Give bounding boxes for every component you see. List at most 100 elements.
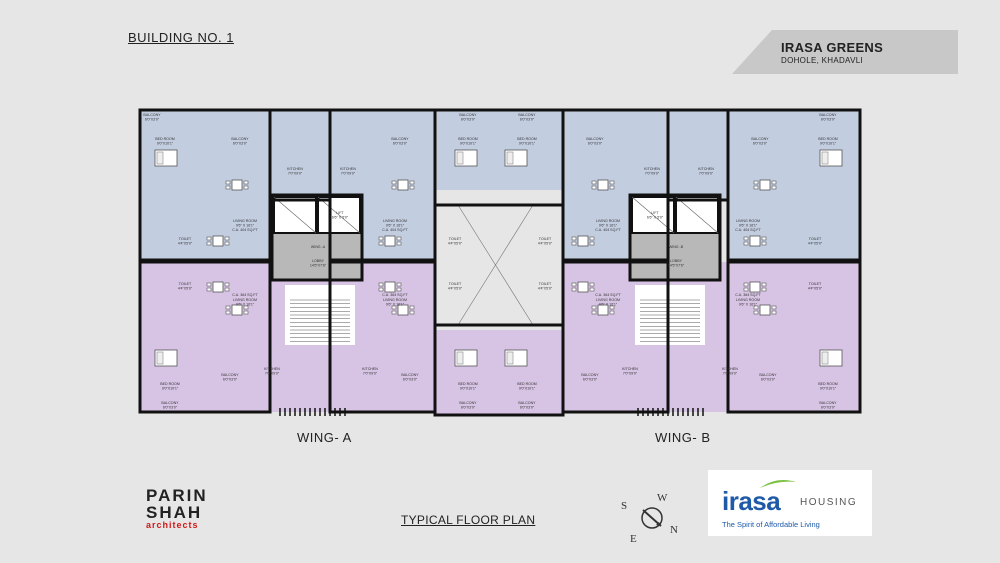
chair <box>243 305 249 310</box>
room-label: BED ROOM <box>155 137 175 141</box>
toilet-label-dim: 4'4"X5'0" <box>808 287 823 291</box>
carpet-area-label: C.A. 364 SQ.FT <box>735 293 761 297</box>
room-label: BALCONY <box>819 401 837 405</box>
building-title: BUILDING NO. 1 <box>128 30 234 45</box>
toilet-label-dim: 4'4"X5'0" <box>178 242 193 246</box>
core-label: WING -B <box>669 245 684 249</box>
living-room-label-dim: 9'6" X 16'1" <box>236 303 255 307</box>
pillow <box>456 351 464 365</box>
chair <box>761 236 767 241</box>
toilet-label-dim: 4'4"X5'0" <box>448 242 463 246</box>
room-label: KITCHEN <box>340 167 356 171</box>
chair <box>243 185 249 190</box>
pillow <box>506 351 514 365</box>
wing-b-label: WING- B <box>655 430 711 445</box>
dining-table <box>397 179 409 191</box>
room-label-dim: 6'0"X3'0" <box>821 406 836 410</box>
flat-area <box>728 110 860 260</box>
lift-label: LIFT <box>336 211 344 215</box>
pillow <box>156 351 164 365</box>
room-label-dim: 6'0"X3'0" <box>233 142 248 146</box>
room-label-dim: 6'0"X3'0" <box>163 406 178 410</box>
chair <box>609 185 615 190</box>
chair <box>591 305 597 310</box>
room-label: BED ROOM <box>458 382 478 386</box>
living-room-label-dim: 9'6" X 16'1" <box>236 224 255 228</box>
dining-set <box>384 281 396 293</box>
chair <box>391 305 397 310</box>
chair <box>206 287 212 292</box>
toilet-label-dim: 4'4"X5'0" <box>808 242 823 246</box>
developer-housing: HOUSING <box>800 497 858 508</box>
carpet-area-label: C.A. 404 SQ.FT <box>232 228 258 232</box>
living-room-label-dim: 9'6" X 16'1" <box>599 303 618 307</box>
chair <box>753 180 759 185</box>
chair <box>761 241 767 246</box>
chair <box>589 236 595 241</box>
room-label-dim: 6'0"X3'0" <box>520 406 535 410</box>
room-label-dim: 6'0"X3'0" <box>821 118 836 122</box>
living-room-label-dim: 9'6" X 16'1" <box>599 224 618 228</box>
room-label: BED ROOM <box>517 137 537 141</box>
lobby-label-dim: 14'5"X7'6" <box>310 264 327 268</box>
room-label-dim: 9'0"X10'1" <box>162 387 179 391</box>
chair <box>225 310 231 315</box>
living-room-label: LIVING ROOM <box>383 298 407 302</box>
room-label-dim: 7'0"X9'0" <box>341 172 356 176</box>
dining-table <box>597 179 609 191</box>
dining-set <box>749 235 761 247</box>
project-location: DOHOLE, KHADAVLI <box>781 56 864 65</box>
room-label-dim: 7'0"X9'0" <box>645 172 660 176</box>
carpet-area-label: C.A. 364 SQ.FT <box>382 293 408 297</box>
chair <box>771 180 777 185</box>
room-label-dim: 7'0"X9'0" <box>363 372 378 376</box>
room-label: KITCHEN <box>722 367 738 371</box>
chair <box>771 185 777 190</box>
room-label: KITCHEN <box>644 167 660 171</box>
living-room-label-dim: 9'6" X 16'1" <box>739 224 758 228</box>
lobby-label-dim: 14'5"X7'6" <box>668 264 685 268</box>
shaft-cross <box>457 204 534 326</box>
chair <box>571 236 577 241</box>
plan-title: TYPICAL FLOOR PLAN <box>401 513 536 527</box>
room-label-dim: 7'0"X9'0" <box>623 372 638 376</box>
dining-set <box>384 235 396 247</box>
chair <box>589 241 595 246</box>
architect-logo-line3: architects <box>146 520 199 530</box>
living-room-label: LIVING ROOM <box>233 219 257 223</box>
chair <box>591 310 597 315</box>
wall <box>433 108 565 207</box>
flat-area <box>140 110 270 260</box>
pillow <box>506 151 514 165</box>
chair <box>224 236 230 241</box>
room-label-dim: 9'0"X10'1" <box>460 387 477 391</box>
toilet-label-dim: 4'4"X5'0" <box>178 287 193 291</box>
room-label: KITCHEN <box>264 367 280 371</box>
chair <box>609 305 615 310</box>
room-label-dim: 9'0"X10'1" <box>460 142 477 146</box>
dining-set <box>749 281 761 293</box>
room-label: BALCONY <box>221 373 239 377</box>
chair <box>743 241 749 246</box>
room-label: KITCHEN <box>622 367 638 371</box>
logo-swoosh-icon <box>760 480 796 488</box>
room-label-dim: 6'0"X3'0" <box>461 406 476 410</box>
lift-label: LIFT <box>651 211 659 215</box>
room-label-dim: 6'0"X3'0" <box>461 118 476 122</box>
toilet-label: TOILET <box>809 282 822 286</box>
toilet-label: TOILET <box>179 237 192 241</box>
flat-area <box>270 110 330 200</box>
living-room-label: LIVING ROOM <box>736 298 760 302</box>
dining-table <box>231 179 243 191</box>
dining-set <box>577 281 589 293</box>
room-label: BALCONY <box>518 113 536 117</box>
dining-table <box>397 304 409 316</box>
room-label-dim: 6'0"X3'0" <box>520 118 535 122</box>
toilet-label-dim: 4'4"X5'0" <box>538 287 553 291</box>
chair <box>396 236 402 241</box>
chair <box>753 305 759 310</box>
room-label: BALCONY <box>751 137 769 141</box>
pillow <box>456 151 464 165</box>
room-label: BALCONY <box>459 401 477 405</box>
